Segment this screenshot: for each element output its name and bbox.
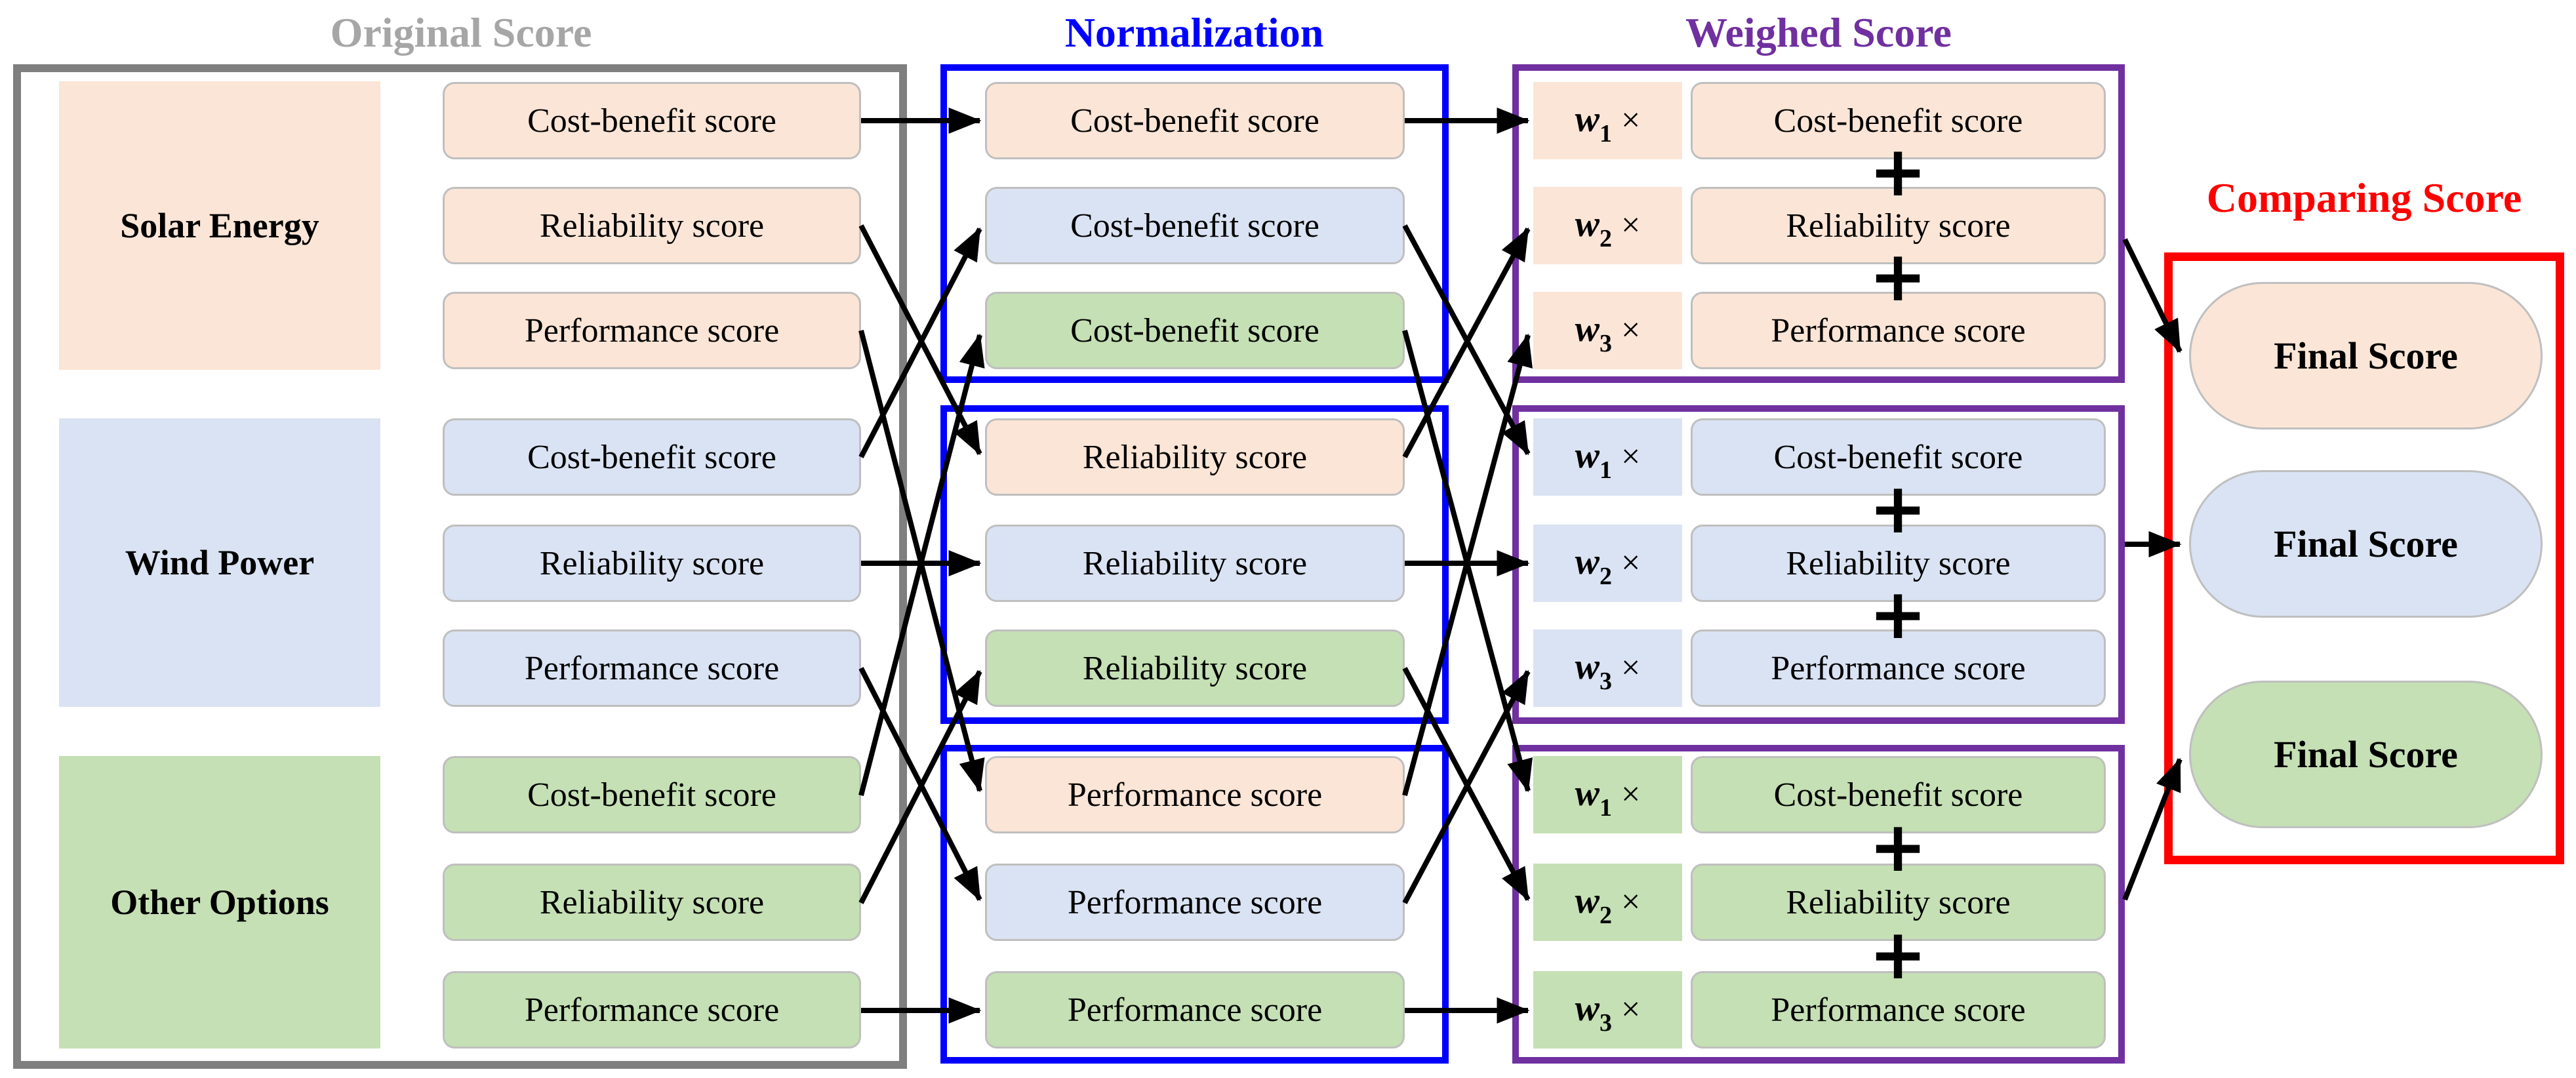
plus-sign: + (1868, 807, 1927, 887)
category-wind-power: Wind Power (59, 418, 380, 707)
plus-sign: + (1868, 131, 1927, 212)
w-subscript: 3 (1600, 1009, 1613, 1037)
times-symbol: × (1621, 776, 1641, 813)
w-symbol: w (1575, 773, 1600, 814)
w-symbol: w (1575, 435, 1600, 476)
weighed-box-solar (1512, 64, 2125, 383)
comparing-score-title: Comparing Score (2206, 174, 2522, 221)
weight-w1-solar: w1 × (1533, 82, 1682, 159)
norm-reliability-other: Reliability score (985, 629, 1405, 707)
w-subscript: 2 (1600, 902, 1613, 929)
w-symbol: w (1575, 204, 1600, 245)
norm-cost-benefit-wind: Cost-benefit score (985, 187, 1405, 264)
plus-sign: + (1868, 914, 1927, 995)
times-symbol: × (1621, 991, 1641, 1028)
times-symbol: × (1621, 544, 1641, 582)
weight-w2-wind: w2 × (1533, 525, 1682, 602)
weighed-solar-reliability: Reliability score (1691, 187, 2106, 264)
weighed-solar-performance: Performance score (1691, 292, 2106, 369)
times-symbol: × (1621, 102, 1641, 139)
w-subscript: 3 (1600, 668, 1613, 695)
original-solar-performance: Performance score (443, 292, 861, 369)
w-subscript: 1 (1600, 120, 1613, 148)
w-subscript: 2 (1600, 225, 1613, 252)
norm-performance-solar: Performance score (985, 756, 1405, 833)
weight-w3-solar: w3 × (1533, 292, 1682, 369)
times-symbol: × (1621, 883, 1641, 921)
w-subscript: 1 (1600, 794, 1613, 822)
weighed-wind-cost-benefit: Cost-benefit score (1691, 418, 2106, 496)
norm-box-cost-benefit (940, 64, 1449, 383)
weighed-other-reliability: Reliability score (1691, 864, 2106, 941)
original-wind-performance: Performance score (443, 629, 861, 707)
w-symbol: w (1575, 309, 1600, 349)
norm-cost-benefit-other: Cost-benefit score (985, 292, 1405, 369)
weighed-wind-performance: Performance score (1691, 629, 2106, 707)
weighed-box-other (1512, 745, 2125, 1064)
original-wind-reliability: Reliability score (443, 525, 861, 602)
times-symbol: × (1621, 438, 1641, 475)
norm-reliability-solar: Reliability score (985, 418, 1405, 496)
norm-box-performance (940, 745, 1449, 1064)
comparing-score-box (2164, 252, 2564, 864)
plus-sign: + (1868, 468, 1927, 549)
weight-w2-solar: w2 × (1533, 187, 1682, 264)
norm-performance-wind: Performance score (985, 864, 1405, 941)
plus-sign: + (1868, 236, 1927, 317)
w-symbol: w (1575, 542, 1600, 582)
times-symbol: × (1621, 207, 1641, 244)
weight-w3-wind: w3 × (1533, 629, 1682, 707)
final-score-pill-solar: Final Score (2189, 282, 2543, 429)
weighed-score-title: Weighed Score (1685, 9, 1952, 56)
weighed-wind-reliability: Reliability score (1691, 525, 2106, 602)
original-solar-reliability: Reliability score (443, 187, 861, 264)
original-other-reliability: Reliability score (443, 864, 861, 941)
weight-w3-other: w3 × (1533, 971, 1682, 1048)
weight-w1-other: w1 × (1533, 756, 1682, 833)
w-symbol: w (1575, 988, 1600, 1029)
w-symbol: w (1575, 881, 1600, 921)
w-symbol: w (1575, 99, 1600, 140)
times-symbol: × (1621, 649, 1641, 687)
original-other-cost-benefit: Cost-benefit score (443, 756, 861, 833)
w-subscript: 1 (1600, 456, 1613, 484)
original-wind-cost-benefit: Cost-benefit score (443, 418, 861, 496)
original-other-performance: Performance score (443, 971, 861, 1048)
weighed-solar-cost-benefit: Cost-benefit score (1691, 82, 2106, 159)
weighed-other-cost-benefit: Cost-benefit score (1691, 756, 2106, 833)
weight-w2-other: w2 × (1533, 864, 1682, 941)
plus-sign: + (1868, 574, 1927, 654)
w-symbol: w (1575, 647, 1600, 687)
weighed-other-performance: Performance score (1691, 971, 2106, 1048)
w-subscript: 3 (1600, 330, 1613, 357)
normalization-title: Normalization (1064, 9, 1324, 56)
final-score-pill-other: Final Score (2189, 681, 2543, 828)
weight-w1-wind: w1 × (1533, 418, 1682, 496)
category-other-options: Other Options (59, 756, 380, 1048)
w-subscript: 2 (1600, 563, 1613, 590)
times-symbol: × (1621, 311, 1641, 349)
final-score-pill-wind: Final Score (2189, 470, 2543, 618)
original-solar-cost-benefit: Cost-benefit score (443, 82, 861, 159)
norm-performance-other: Performance score (985, 971, 1405, 1048)
norm-reliability-wind: Reliability score (985, 525, 1405, 602)
original-score-title: Original Score (330, 9, 592, 56)
norm-cost-benefit-solar: Cost-benefit score (985, 82, 1405, 159)
category-solar-energy: Solar Energy (59, 81, 380, 370)
